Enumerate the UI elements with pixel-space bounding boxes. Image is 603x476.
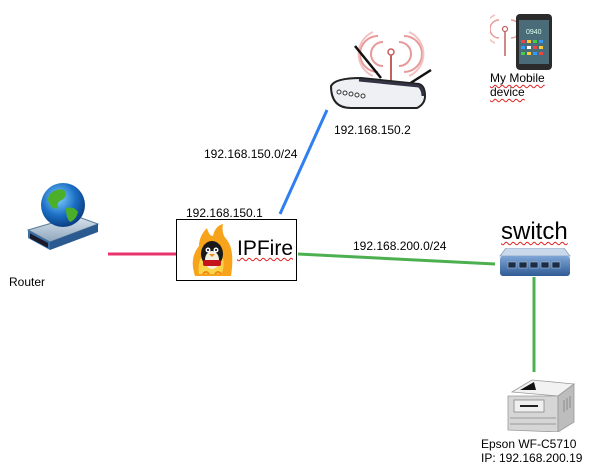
globe-server-icon: [26, 183, 100, 250]
ipfire-node[interactable]: IPFire: [176, 219, 297, 281]
link-ipfire-ap: [278, 109, 329, 215]
mobile-label-line1: My Mobile: [490, 71, 545, 85]
network-switch-icon: [499, 247, 571, 276]
wifi-ap-node[interactable]: [325, 30, 440, 115]
router-label: Router: [9, 275, 46, 289]
link-ipfire-switch-label: 192.168.200.0/24: [353, 239, 447, 253]
link-ipfire-ap-label: 192.168.150.0/24: [204, 147, 298, 161]
link-ipfire-switch: [297, 252, 496, 266]
wireless-router-icon: [329, 31, 432, 109]
wifi-ap-ip-label: 192.168.150.2: [334, 123, 411, 137]
switch-node[interactable]: [498, 247, 572, 280]
switch-label: switch: [501, 218, 568, 245]
printer-icon: [507, 379, 576, 433]
router-node[interactable]: [20, 178, 102, 256]
mobile-label-line2: device: [490, 85, 525, 99]
printer-label-line2: IP: 192.168.200.19: [481, 451, 583, 465]
printer-node[interactable]: [502, 378, 578, 433]
mobile-node[interactable]: 0940: [484, 10, 555, 70]
ipfire-penguin-flame-icon: [192, 224, 233, 276]
ipfire-ip-label: 192.168.150.1: [186, 206, 263, 220]
printer-label-line1: Epson WF-C5710: [481, 437, 577, 451]
ipfire-label: IPFire: [237, 237, 294, 260]
mobile-phone-icon: 0940: [484, 14, 552, 70]
svg-text:0940: 0940: [526, 29, 542, 36]
